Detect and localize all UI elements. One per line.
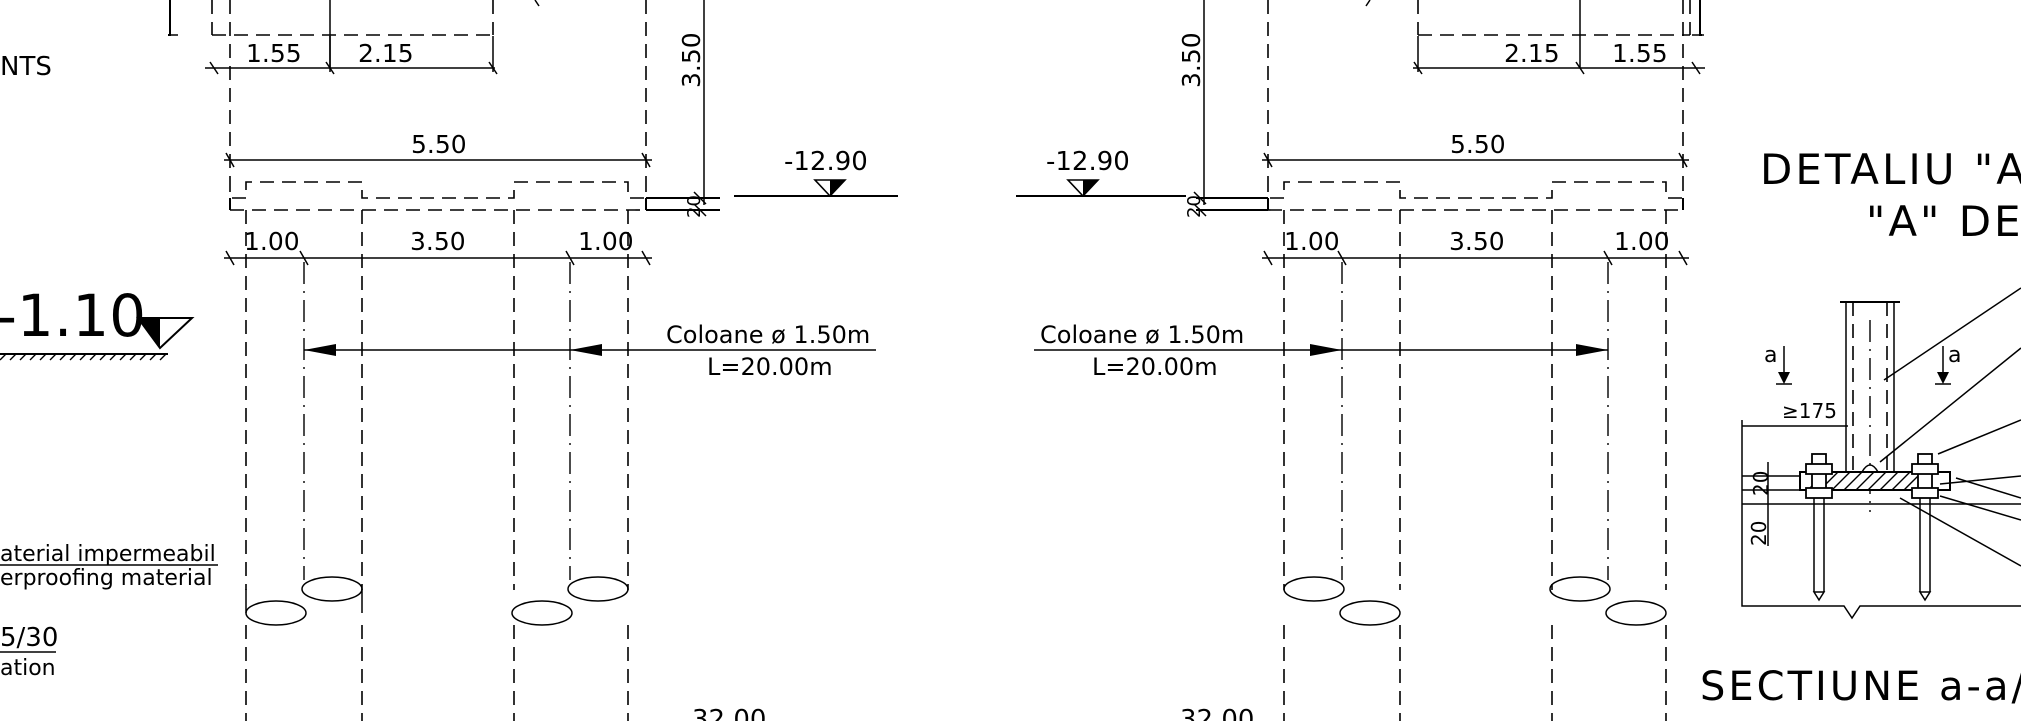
right-pier-dim-top-b: 1.55	[1612, 39, 1668, 68]
fraction-top: 5/30	[0, 623, 58, 653]
right-pier-arrow-2-icon	[1576, 344, 1608, 356]
left-pier-columns-length: L=20.00m	[707, 353, 833, 381]
left-pier-columns-label: Coloane ø 1.50m	[666, 321, 870, 349]
right-pier-dim-middle: 3.50	[1449, 227, 1505, 256]
section-title: SECTIUNE a-a/a-	[1700, 664, 2021, 710]
left-pier-dim-top-a: 1.55	[246, 39, 302, 68]
right-pier-pile-cap-top	[1267, 178, 1684, 199]
left-pier-bottom-dim: 32.00	[692, 705, 766, 721]
right-pier-dim-offset-right: 1.00	[1614, 227, 1670, 256]
right-pier: 2.15 1.55 3.50 5.50 20 -12.90 1.00 3	[1016, 0, 1705, 721]
ground-elevation-fill-icon	[138, 318, 160, 348]
left-pier-wall-left	[168, 0, 171, 36]
right-pier-bottom-dim: 32.00	[1180, 705, 1254, 721]
right-pier-dim-top-a: 2.15	[1504, 39, 1560, 68]
section-mark-left: a	[1764, 343, 1777, 368]
section-mark-right: a	[1948, 343, 1961, 368]
left-margin-annotations: NTS -1.10 aterial impermeabil erproofing…	[0, 52, 218, 681]
left-pier-dim-offset-right: 1.00	[578, 227, 634, 256]
material-line-2: erproofing material	[0, 566, 213, 591]
left-pier-dim-cap: 5.50	[411, 130, 467, 159]
left-pier-tick-b	[534, 0, 540, 7]
right-pier-columns-length: L=20.00m	[1092, 353, 1218, 381]
nts-label: NTS	[0, 52, 52, 82]
detail-dim-base: 20	[1747, 521, 1771, 546]
left-pier-dim-middle: 3.50	[410, 227, 466, 256]
right-pier-columns-label: Coloane ø 1.50m	[1040, 321, 1244, 349]
left-pier-dim-top-b: 2.15	[358, 39, 414, 68]
left-pier: 1.55 2.15 3.50 5.50 20 -12.90 1.00 3	[168, 0, 898, 721]
right-pier-dim-thickness: 20	[1184, 195, 1205, 218]
left-pier-dim-thickness: 20	[684, 195, 705, 218]
detail-title-1: DETALIU "A"	[1760, 145, 2021, 194]
fraction-bottom: ation	[0, 656, 56, 681]
left-pier-dim-offset: 1.00	[244, 227, 300, 256]
detail-a: DETALIU "A" "A" DE a a ≥175	[1700, 145, 2021, 710]
right-pier-dim-cap: 5.50	[1450, 130, 1506, 159]
left-pier-arrow-2-icon	[570, 344, 602, 356]
right-pier-dim-height: 3.50	[1177, 32, 1206, 88]
section-arrow-left-icon	[1778, 372, 1790, 384]
left-pier-elev: -12.90	[784, 147, 868, 177]
ground-elevation-label: -1.10	[0, 282, 146, 350]
base-plate	[1799, 471, 1951, 491]
detail-dim-plate: 20	[1749, 471, 1773, 496]
left-pier-arrow-1-icon	[304, 344, 336, 356]
left-pier-pile-cap-top	[229, 178, 647, 199]
right-pier-arrow-1-icon	[1310, 344, 1342, 356]
left-pier-dim-height: 3.50	[677, 32, 706, 88]
section-arrow-right-icon	[1937, 372, 1949, 384]
right-pier-elev: -12.90	[1046, 147, 1130, 177]
right-pier-dim-offset: 1.00	[1284, 227, 1340, 256]
base-block	[1741, 446, 2021, 620]
detail-dim-edge: ≥175	[1782, 399, 1837, 423]
detail-title-2: "A" DE	[1866, 197, 2021, 246]
material-line-1: aterial impermeabil	[0, 542, 216, 567]
ground-hatch	[0, 353, 167, 361]
